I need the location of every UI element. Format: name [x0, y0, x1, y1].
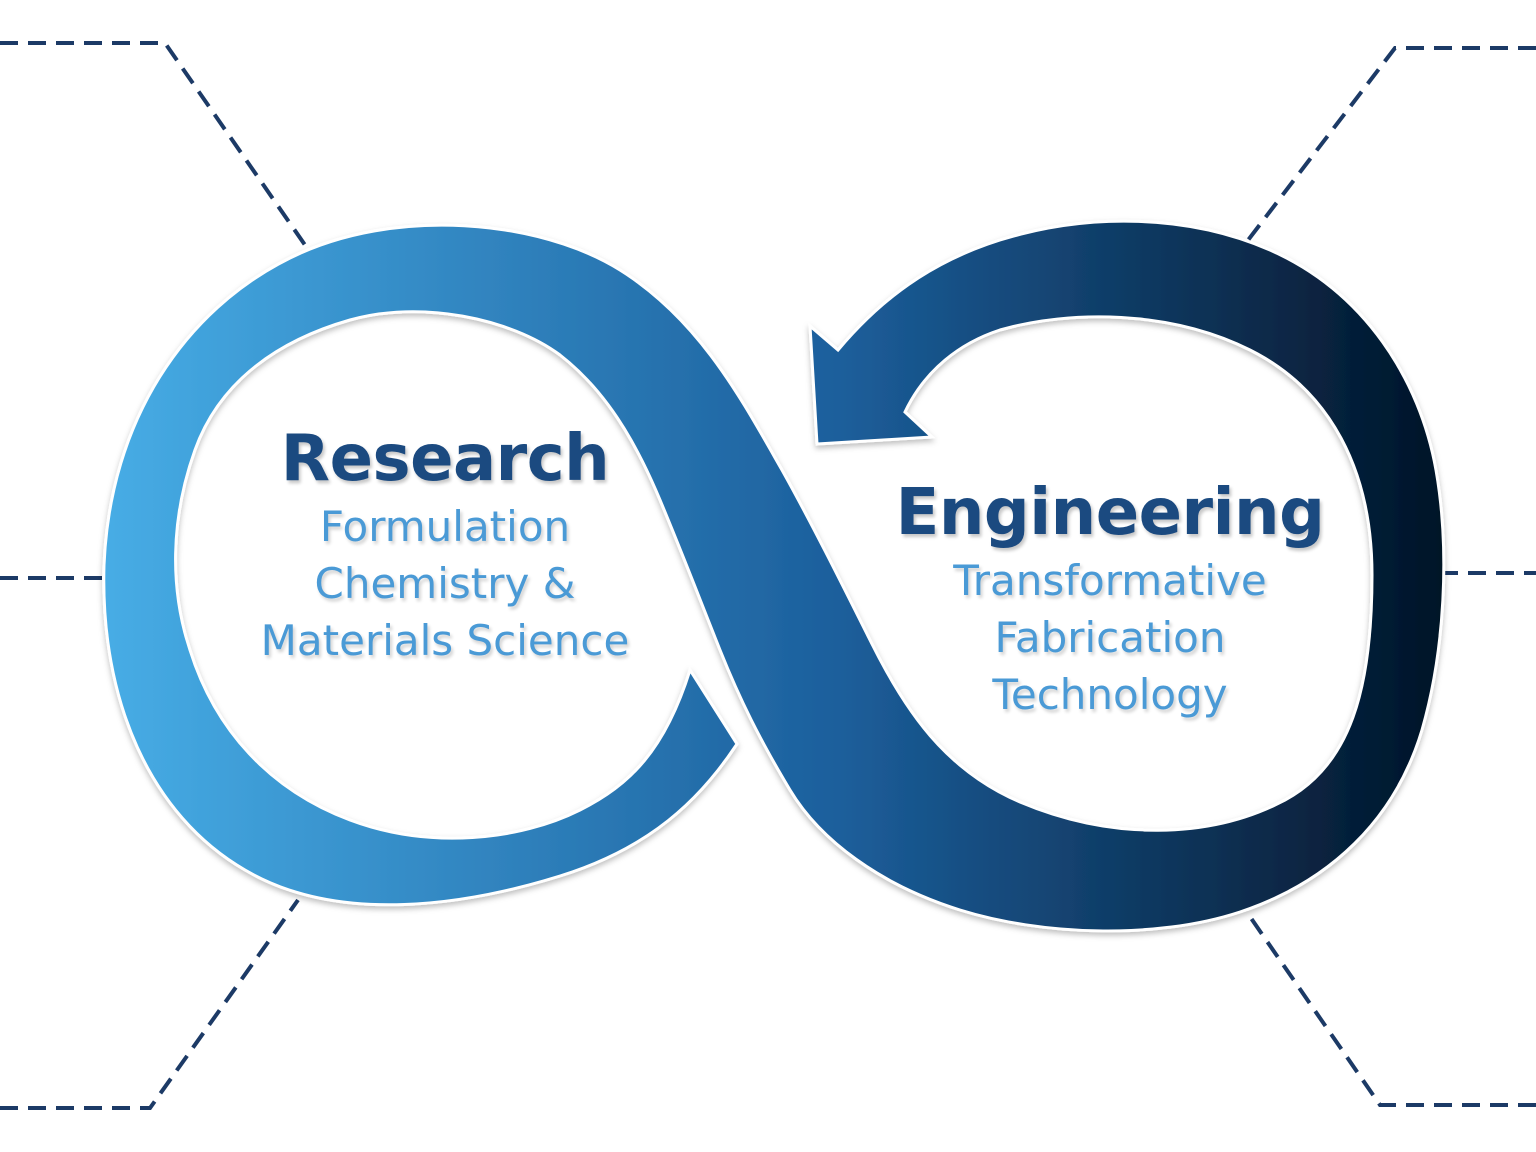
- research-subtitle-line-1: Formulation: [319, 502, 571, 551]
- engineering-subtitle-line-1: Transformative: [953, 556, 1267, 605]
- research-label-group: Research Formulation Chemistry & Materia…: [195, 420, 695, 669]
- research-title: Research: [280, 422, 610, 496]
- connector-top-left: [0, 41, 307, 247]
- infinity-loop-band: [102, 219, 1446, 933]
- connector-bottom-right: [1233, 893, 1536, 1107]
- engineering-label-group: Engineering Transformative Fabrication T…: [860, 474, 1360, 723]
- connector-bottom-left: [0, 898, 300, 1110]
- research-subtitle-line-3: Materials Science: [260, 616, 630, 665]
- research-subtitle-line-2: Chemistry &: [314, 559, 576, 608]
- engineering-title: Engineering: [895, 476, 1325, 550]
- engineering-subtitle-line-2: Fabrication: [994, 613, 1226, 662]
- connector-top-right: [1240, 46, 1536, 250]
- engineering-subtitle-line-3: Technology: [992, 670, 1228, 719]
